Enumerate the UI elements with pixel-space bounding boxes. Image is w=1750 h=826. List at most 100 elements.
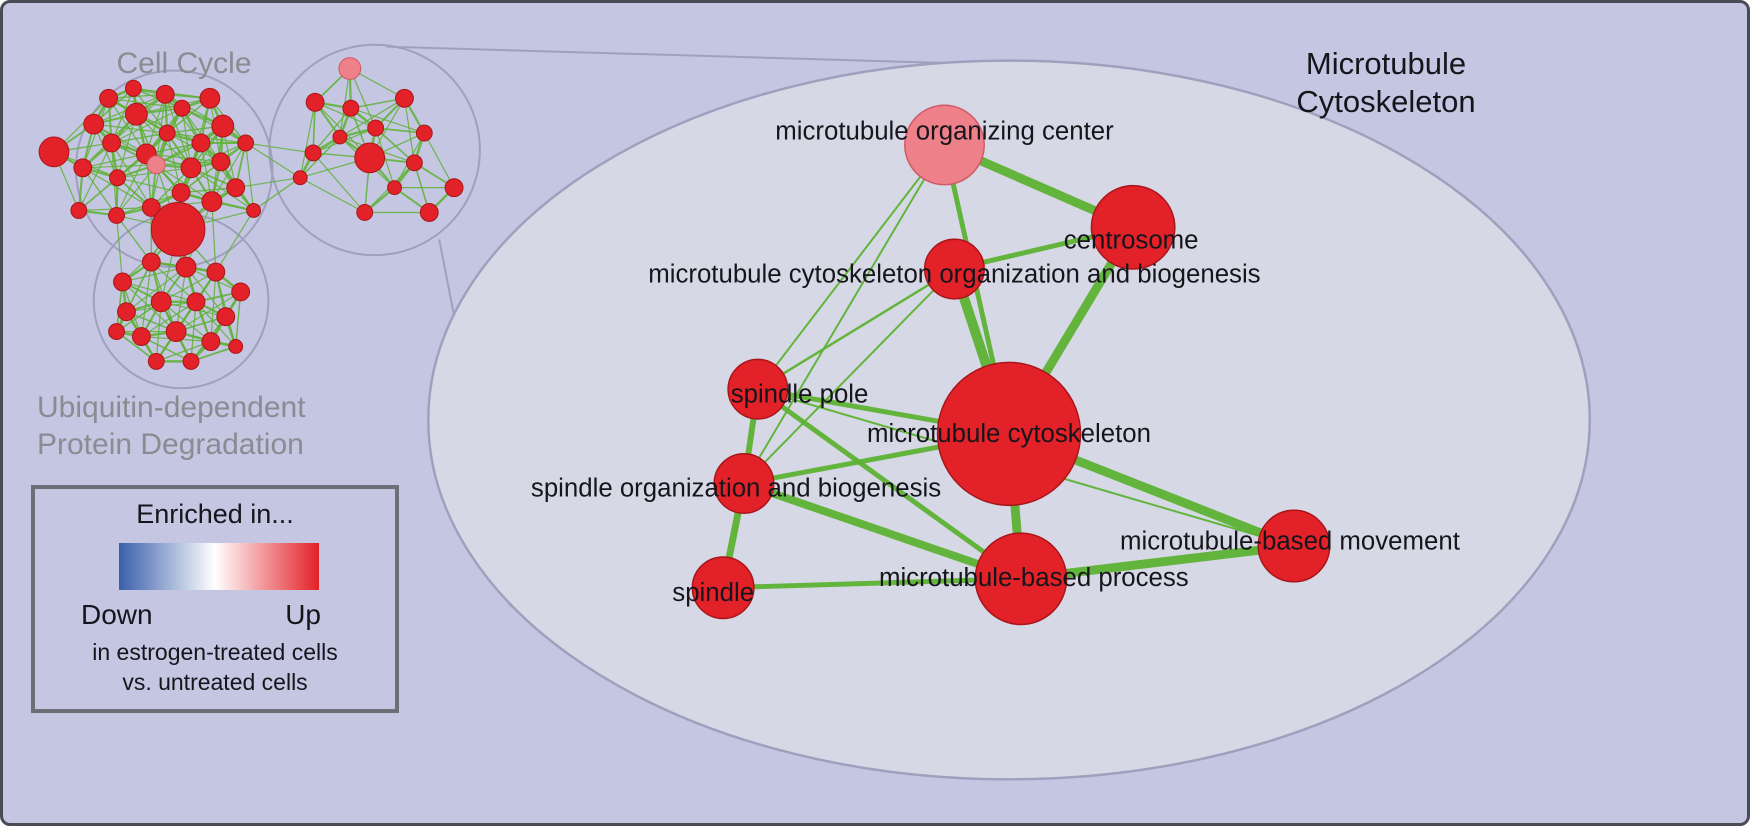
zoom-node-label-moc: microtubule organizing center	[775, 117, 1114, 145]
mini-edge	[235, 177, 301, 189]
zoom-edge-mcob-spindle_pole	[756, 267, 956, 391]
mini-edge	[110, 88, 135, 144]
mini-node	[186, 292, 206, 312]
mini-edge	[140, 262, 152, 337]
mini-node	[146, 155, 166, 175]
zoom-node-label-mb_process: microtubule-based process	[879, 564, 1189, 592]
mini-node	[367, 119, 385, 137]
zoom-node-label-mcob: microtubule cytoskeleton organization an…	[648, 260, 1260, 288]
mini-node	[165, 321, 187, 343]
zoom-edge-spindle_org-mb_process	[739, 479, 1025, 583]
mini-node	[147, 352, 165, 370]
network-canvas: microtubule organizing centercentrosomem…	[38, 43, 1592, 781]
mini-node	[395, 88, 414, 108]
legend: Enriched in... Down Up in estrogen-treat…	[31, 485, 399, 713]
zoom-node-spindle	[691, 556, 755, 620]
mini-edge	[78, 142, 113, 211]
mini-edge	[117, 177, 182, 194]
legend-up-label: Up	[285, 599, 321, 630]
zoom-node-label-spindle: spindle	[672, 579, 754, 607]
mini-node	[131, 327, 151, 346]
mini-node	[108, 323, 125, 341]
zoom-node-label-spindle_pole: spindle pole	[731, 380, 869, 408]
mini-node	[342, 99, 360, 117]
mini-node	[180, 157, 202, 179]
mini-node	[141, 252, 161, 272]
mini-edge	[211, 142, 247, 202]
mini-node	[405, 154, 423, 172]
legend-down-label: Down	[81, 599, 153, 630]
mini-edge	[126, 266, 187, 313]
mini-node	[226, 178, 246, 198]
mini-edge	[122, 281, 177, 333]
mini-node	[124, 79, 142, 97]
mini-edge	[175, 291, 241, 333]
zoom-node-mb_movement	[1257, 509, 1331, 583]
zoom-node-centrosome	[1090, 184, 1176, 270]
legend-caption-line1: in estrogen-treated cells	[92, 639, 338, 665]
mini-edge	[116, 215, 152, 263]
mini-node	[231, 282, 251, 302]
mini-node	[150, 202, 206, 257]
mini-node	[199, 87, 221, 109]
mini-node	[419, 203, 439, 222]
zoom-node-spindle_pole	[727, 358, 789, 420]
mini-edge	[116, 153, 147, 216]
mini-edge	[78, 177, 119, 212]
mini-edge	[195, 301, 237, 347]
mini-edge	[245, 142, 301, 179]
mini-node	[102, 133, 122, 153]
mini-node	[305, 92, 325, 112]
mini-node	[117, 302, 136, 322]
mini-node	[201, 191, 223, 212]
mini-node	[387, 180, 402, 196]
zoom-edge-moc-spindle_pole	[756, 143, 946, 391]
mini-node	[171, 183, 191, 203]
zoom-node-moc	[904, 104, 985, 186]
mini-node	[158, 124, 176, 142]
mini-node	[150, 291, 172, 313]
cluster-circle-microtubule-mini	[268, 43, 481, 257]
legend-color-gradient	[119, 543, 319, 590]
mini-edge	[160, 301, 212, 342]
mini-edge	[339, 97, 405, 138]
zoom-node-mt_cytoskeleton	[936, 361, 1082, 507]
zoom-node-spindle_org	[713, 452, 775, 515]
mini-node	[124, 102, 148, 126]
mini-node	[109, 169, 126, 187]
mini-node	[108, 207, 125, 224]
mini-edge	[215, 210, 255, 273]
mini-node	[211, 114, 235, 138]
mini-node	[356, 204, 374, 221]
zoom-edge-moc-spindle_org	[742, 143, 946, 485]
mini-node	[415, 124, 433, 142]
mini-edge	[312, 152, 366, 213]
mini-node	[83, 113, 105, 135]
mini-edge	[423, 132, 455, 188]
mini-edge	[190, 301, 197, 362]
zoom-node-label-mb_movement: microtubule-based movement	[1120, 527, 1460, 555]
mini-edge	[190, 98, 211, 168]
mini-edge	[82, 167, 118, 216]
zoom-node-label-mt_cytoskeleton: microtubule cytoskeleton	[867, 420, 1151, 448]
mini-node	[216, 307, 236, 327]
legend-title: Enriched in...	[136, 499, 294, 529]
mini-edge	[375, 127, 415, 164]
mini-edge	[350, 107, 425, 134]
mini-edge	[403, 98, 415, 163]
zoom-edge-mcob-spindle_org	[742, 268, 956, 485]
zoom-connector-line	[386, 45, 1000, 66]
mini-edge	[299, 102, 316, 178]
mini-node	[201, 332, 221, 351]
mini-node	[211, 152, 231, 172]
mini-node	[237, 134, 255, 152]
zoom-edge-spindle_pole-mb_process	[755, 386, 1024, 582]
zoom-node-label-spindle_org: spindle organization and biogenesis	[531, 475, 941, 503]
mini-edge	[115, 215, 124, 283]
mini-edge	[156, 340, 212, 363]
zoom-edge-spindle-mb_process	[720, 576, 1024, 591]
zoom-node-mb_process	[974, 532, 1068, 626]
mini-edge	[150, 261, 197, 303]
mini-node	[338, 57, 362, 80]
mini-edge	[299, 177, 366, 213]
